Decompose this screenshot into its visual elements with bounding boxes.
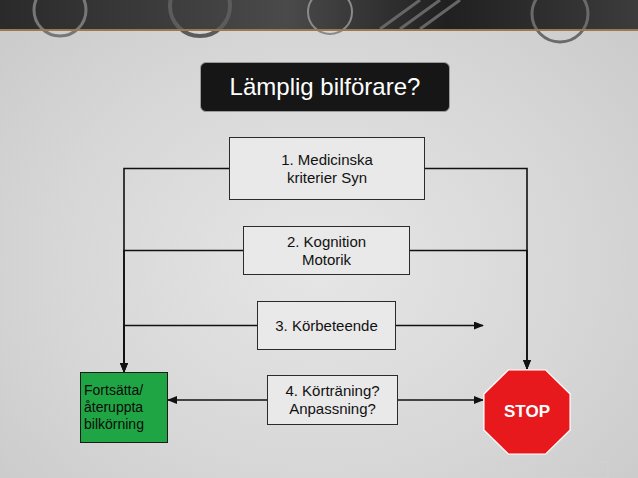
box-text: STOP (504, 402, 550, 422)
strip-rule (0, 29, 638, 31)
flow-arrow (124, 169, 229, 373)
flow-arrow (398, 399, 483, 401)
title-box: Lämplig bilförare? (200, 62, 450, 112)
octagon-outline (484, 370, 570, 454)
flow-arrow (396, 325, 483, 327)
flow-arrow (124, 326, 257, 373)
wheel-shape (308, 0, 352, 34)
box-text: 1. Medicinska kriterier Syn (274, 151, 380, 187)
flow-arrow (124, 251, 243, 373)
criteria-box: 3. Körbeteende (257, 301, 396, 350)
box-text: 4. Körträning? Anpassning? (276, 382, 389, 418)
stop-octagon: STOP (483, 369, 571, 455)
criteria-box: 1. Medicinska kriterier Syn (229, 137, 425, 200)
footer-frame (498, 462, 608, 478)
training-box: 4. Körträning? Anpassning? (267, 375, 398, 425)
flow-arrow (425, 169, 527, 370)
box-text: 3. Körbeteende (275, 317, 378, 335)
flow-arrow (168, 399, 267, 401)
flow-arrow (410, 251, 527, 370)
box-text: Fortsätta/ återuppta bilkörning (84, 382, 164, 432)
box-text: 2. Kognition Motorik (266, 233, 387, 269)
photo-strip (0, 0, 638, 29)
wheel-shape (532, 0, 588, 42)
tire-tread (380, 0, 460, 29)
continue-box: Fortsätta/ återuppta bilkörning (80, 372, 168, 443)
criteria-box: 2. Kognition Motorik (243, 226, 410, 275)
